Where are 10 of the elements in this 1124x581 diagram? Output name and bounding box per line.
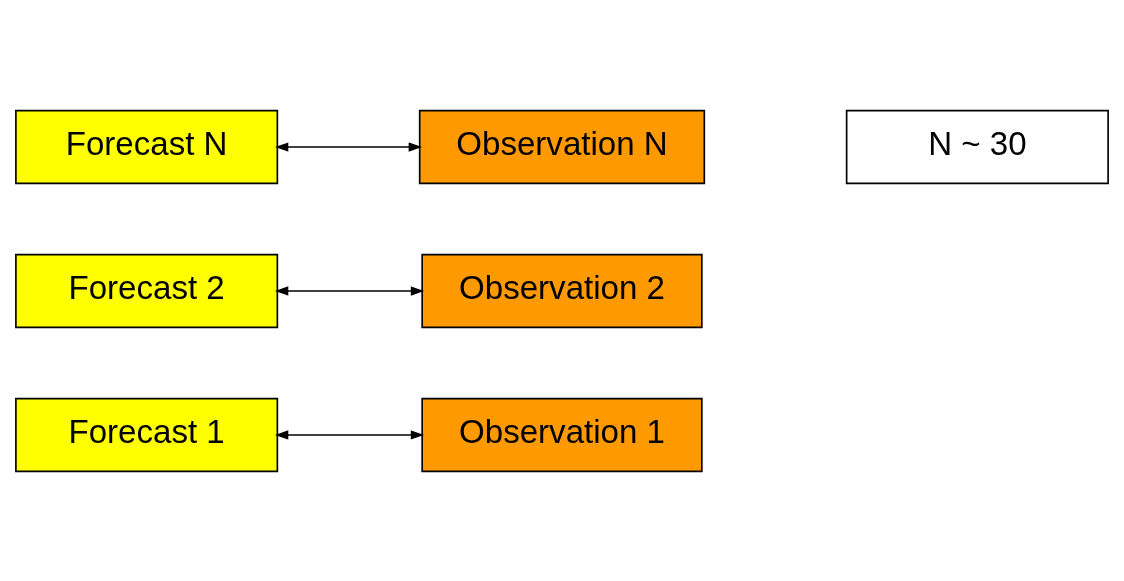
arrow <box>275 141 422 152</box>
arrow <box>275 285 425 296</box>
node-box: Observation 1 <box>421 397 703 472</box>
node-box: Observation N <box>418 109 706 184</box>
node-box: Forecast N <box>15 109 279 184</box>
node-box: N ~ 30 <box>845 109 1109 184</box>
node-box: Forecast 2 <box>15 253 279 328</box>
node-box: Forecast 1 <box>15 397 279 472</box>
node-box: Observation 2 <box>421 253 703 328</box>
arrow <box>275 429 425 440</box>
